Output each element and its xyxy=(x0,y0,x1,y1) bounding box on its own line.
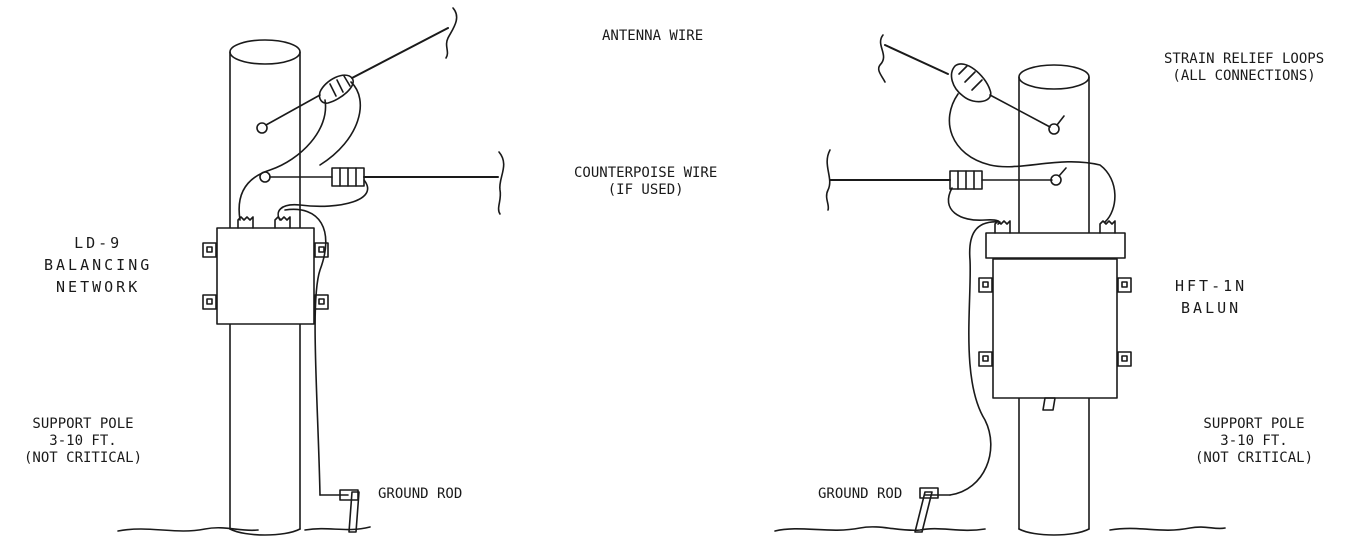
ld9-label-line3: NETWORK xyxy=(56,278,141,296)
ld9-device-label: LD-9 BALANCING NETWORK xyxy=(44,232,152,298)
counterpoise-label-line1: COUNTERPOISE WIRE xyxy=(574,165,718,181)
right-counterpoise-wire xyxy=(825,149,1067,225)
counterpoise-label-line2: (IF USED) xyxy=(607,182,684,198)
left-pole-label-line2: 3-10 FT. xyxy=(49,433,117,449)
strain-relief-label-line2: (ALL CONNECTIONS) xyxy=(1172,68,1316,84)
left-antenna-wire xyxy=(238,7,458,221)
right-pole-label-line3: (NOT CRITICAL) xyxy=(1195,450,1314,466)
left-ground-line xyxy=(117,526,371,532)
left-ground-rod-label: GROUND ROD xyxy=(378,486,463,502)
right-support-pole-label: SUPPORT POLE 3-10 FT. (NOT CRITICAL) xyxy=(1195,416,1313,467)
right-pole-label-line2: 3-10 FT. xyxy=(1220,433,1288,449)
hft1n-balun-box xyxy=(978,220,1132,411)
hft1n-label-line1: HFT-1N xyxy=(1175,277,1248,295)
strain-relief-label: STRAIN RELIEF LOOPS (ALL CONNECTIONS) xyxy=(1164,51,1324,85)
right-antenna-wire xyxy=(877,34,1116,223)
strain-relief-label-line1: STRAIN RELIEF LOOPS xyxy=(1164,51,1325,67)
counterpoise-wire-label: COUNTERPOISE WIRE (IF USED) xyxy=(574,165,717,199)
right-ground-rod xyxy=(914,487,939,533)
left-counterpoise-wire xyxy=(259,151,505,221)
antenna-wire-label: ANTENNA WIRE xyxy=(602,28,704,44)
hft1n-device-label: HFT-1N BALUN xyxy=(1175,275,1247,319)
ld9-label-line1: LD-9 xyxy=(74,234,123,252)
left-pole-label-line1: SUPPORT POLE xyxy=(32,416,134,432)
left-support-pole-label: SUPPORT POLE 3-10 FT. (NOT CRITICAL) xyxy=(24,416,142,467)
right-ground-rod-label: GROUND ROD xyxy=(818,486,903,502)
hft1n-label-line2: BALUN xyxy=(1181,299,1242,317)
right-pole-label-line1: SUPPORT POLE xyxy=(1203,416,1305,432)
left-ground-wire xyxy=(284,208,349,496)
left-pole-label-line3: (NOT CRITICAL) xyxy=(24,450,143,466)
ld9-balancing-network-box xyxy=(202,216,329,325)
right-ground-line xyxy=(774,526,1226,532)
ld9-label-line2: BALANCING xyxy=(44,256,153,274)
left-ground-rod xyxy=(339,489,360,533)
